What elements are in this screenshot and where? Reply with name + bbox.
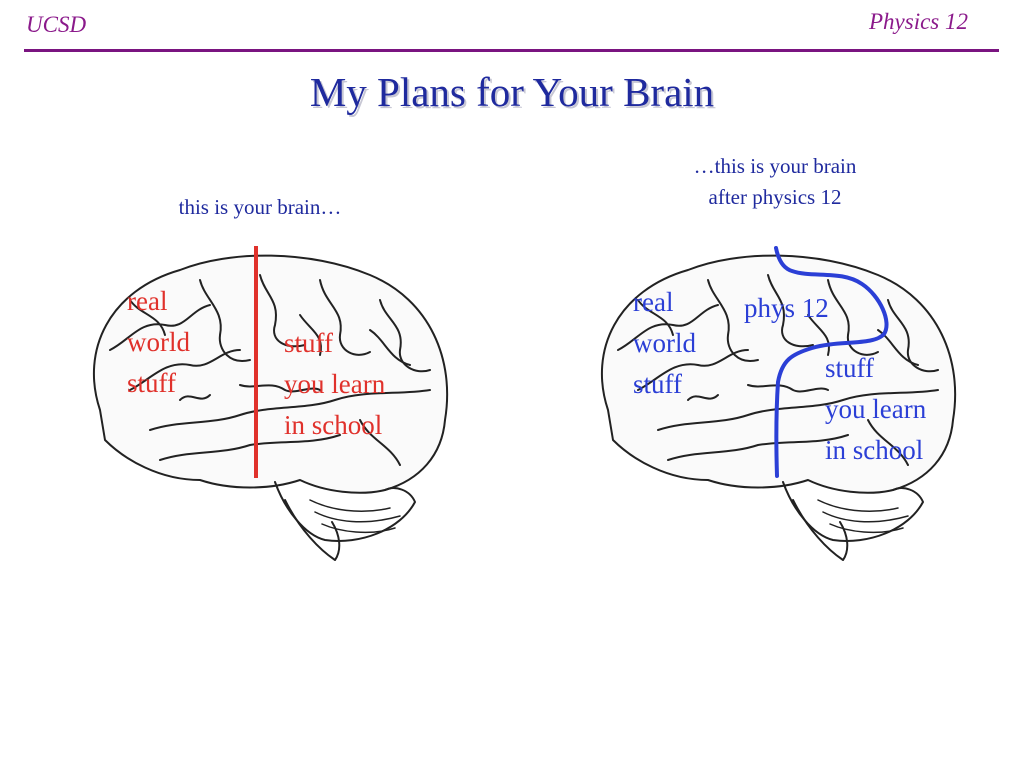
label-line: you learn (284, 369, 386, 399)
left-brain-caption: this is your brain… (178, 195, 342, 219)
header-rule (24, 49, 999, 52)
label-line: world (127, 327, 190, 357)
label-line: you learn (825, 394, 927, 424)
brain-drawing (92, 254, 449, 561)
label-line: in school (284, 410, 383, 440)
right-caption-line-1: …this is your brain (693, 154, 857, 178)
slide-title: My Plans for Your Brain (309, 69, 715, 115)
right-brain-caption: …this is your brain after physics 12 (640, 151, 910, 213)
left-divider-line (254, 246, 258, 478)
left-school-label: stuff you learn in school (284, 323, 385, 446)
right-phys12-label: phys 12 (744, 293, 829, 323)
label-line: stuff (825, 353, 875, 383)
label-line: real (633, 287, 674, 317)
label-line: in school (825, 435, 924, 465)
right-real-world-label: real world stuff (633, 282, 696, 405)
label-line: real (127, 286, 168, 316)
left-real-world-label: real world stuff (127, 281, 190, 404)
right-caption-line-2: after physics 12 (708, 185, 842, 209)
right-divider-line (774, 246, 889, 478)
label-line: stuff (633, 369, 683, 399)
right-school-label: stuff you learn in school (825, 348, 926, 471)
header-left-label: UCSD (26, 12, 87, 37)
header-right-label: Physics 12 (868, 9, 968, 34)
label-line: stuff (284, 328, 334, 358)
left-brain-illustration (70, 240, 470, 580)
label-line: world (633, 328, 696, 358)
label-line: stuff (127, 368, 177, 398)
